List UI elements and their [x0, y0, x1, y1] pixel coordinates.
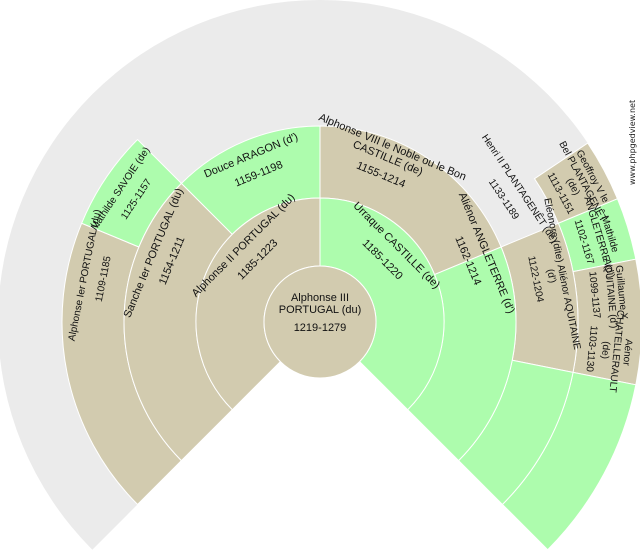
generation-1-ring — [195, 197, 445, 411]
root-label: Alphonse III PORTUGAL (du) 1219-1279 — [279, 292, 362, 334]
root-dates: 1219-1279 — [294, 322, 347, 334]
watermark-text: www.phpgedview.net — [628, 100, 637, 185]
root-name-line-1: Alphonse III — [291, 292, 349, 304]
person-cell-root[interactable] — [263, 265, 377, 379]
mmmm-name-line-1: Aénor — [620, 338, 634, 366]
mmmf-name-line-1: Guillaume X — [613, 265, 629, 321]
generation-2-ring — [123, 125, 517, 462]
generation-4-ring — [501, 142, 640, 550]
mmmf-dates: 1099-1137 — [586, 271, 602, 319]
watermark: www.phpgedview.net — [628, 100, 637, 185]
generation-3-ring — [61, 138, 579, 506]
mmmm-name-line-3: (de) — [599, 341, 612, 360]
mmmm-dates: 1103-1130 — [583, 325, 599, 373]
root-name-line-2: PORTUGAL (du) — [279, 304, 362, 316]
mmm-name-line-2: (d') — [544, 268, 558, 284]
